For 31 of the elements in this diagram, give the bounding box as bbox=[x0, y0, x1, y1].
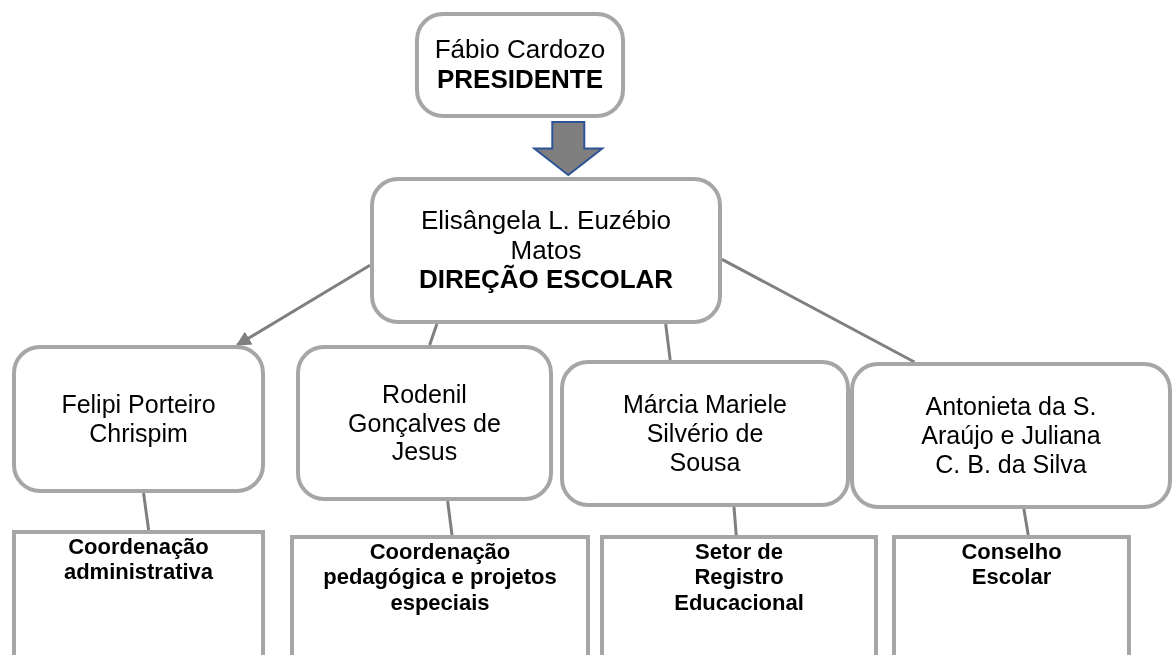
person-box bbox=[850, 362, 1172, 509]
connector-line bbox=[1022, 508, 1030, 536]
role-title: DIREÇÃO ESCOLAR bbox=[418, 265, 674, 296]
role-title: Conselho Escolar bbox=[960, 539, 1063, 590]
connector-line bbox=[428, 323, 439, 346]
connector-line bbox=[446, 500, 454, 536]
person-name: Fábio Cardozo bbox=[434, 35, 606, 65]
person-name: Márcia Mariele Silvério de Sousa bbox=[622, 390, 788, 477]
person-box bbox=[415, 12, 625, 118]
connector-line bbox=[732, 506, 738, 536]
connector-line bbox=[664, 323, 672, 361]
role-title: Coordenação administrativa bbox=[62, 534, 215, 585]
person-name: Elisângela L. Euzébio Matos bbox=[419, 205, 673, 265]
department-box bbox=[600, 535, 878, 655]
department-box bbox=[290, 535, 590, 655]
role-title: PRESIDENTE bbox=[436, 65, 604, 95]
role-title: Coordenação pedagógica e projetos especiais bbox=[322, 539, 558, 615]
person-name: Antonieta da S. Araújo e Juliana C. B. da Silva bbox=[920, 392, 1102, 479]
person-box bbox=[12, 345, 265, 493]
block-arrow bbox=[531, 121, 606, 177]
person-box bbox=[560, 360, 850, 507]
department-box bbox=[12, 530, 265, 655]
role-title: Setor de Registro Educacional bbox=[673, 539, 805, 615]
connector-line bbox=[721, 258, 916, 364]
department-box bbox=[892, 535, 1131, 655]
connector-line bbox=[142, 492, 151, 531]
arrow bbox=[235, 263, 371, 347]
person-box bbox=[370, 177, 722, 324]
person-box bbox=[296, 345, 553, 501]
person-name: Felipi Porteiro Chrispim bbox=[60, 390, 217, 448]
person-name: Rodenil Gonçalves de Jesus bbox=[347, 379, 502, 467]
